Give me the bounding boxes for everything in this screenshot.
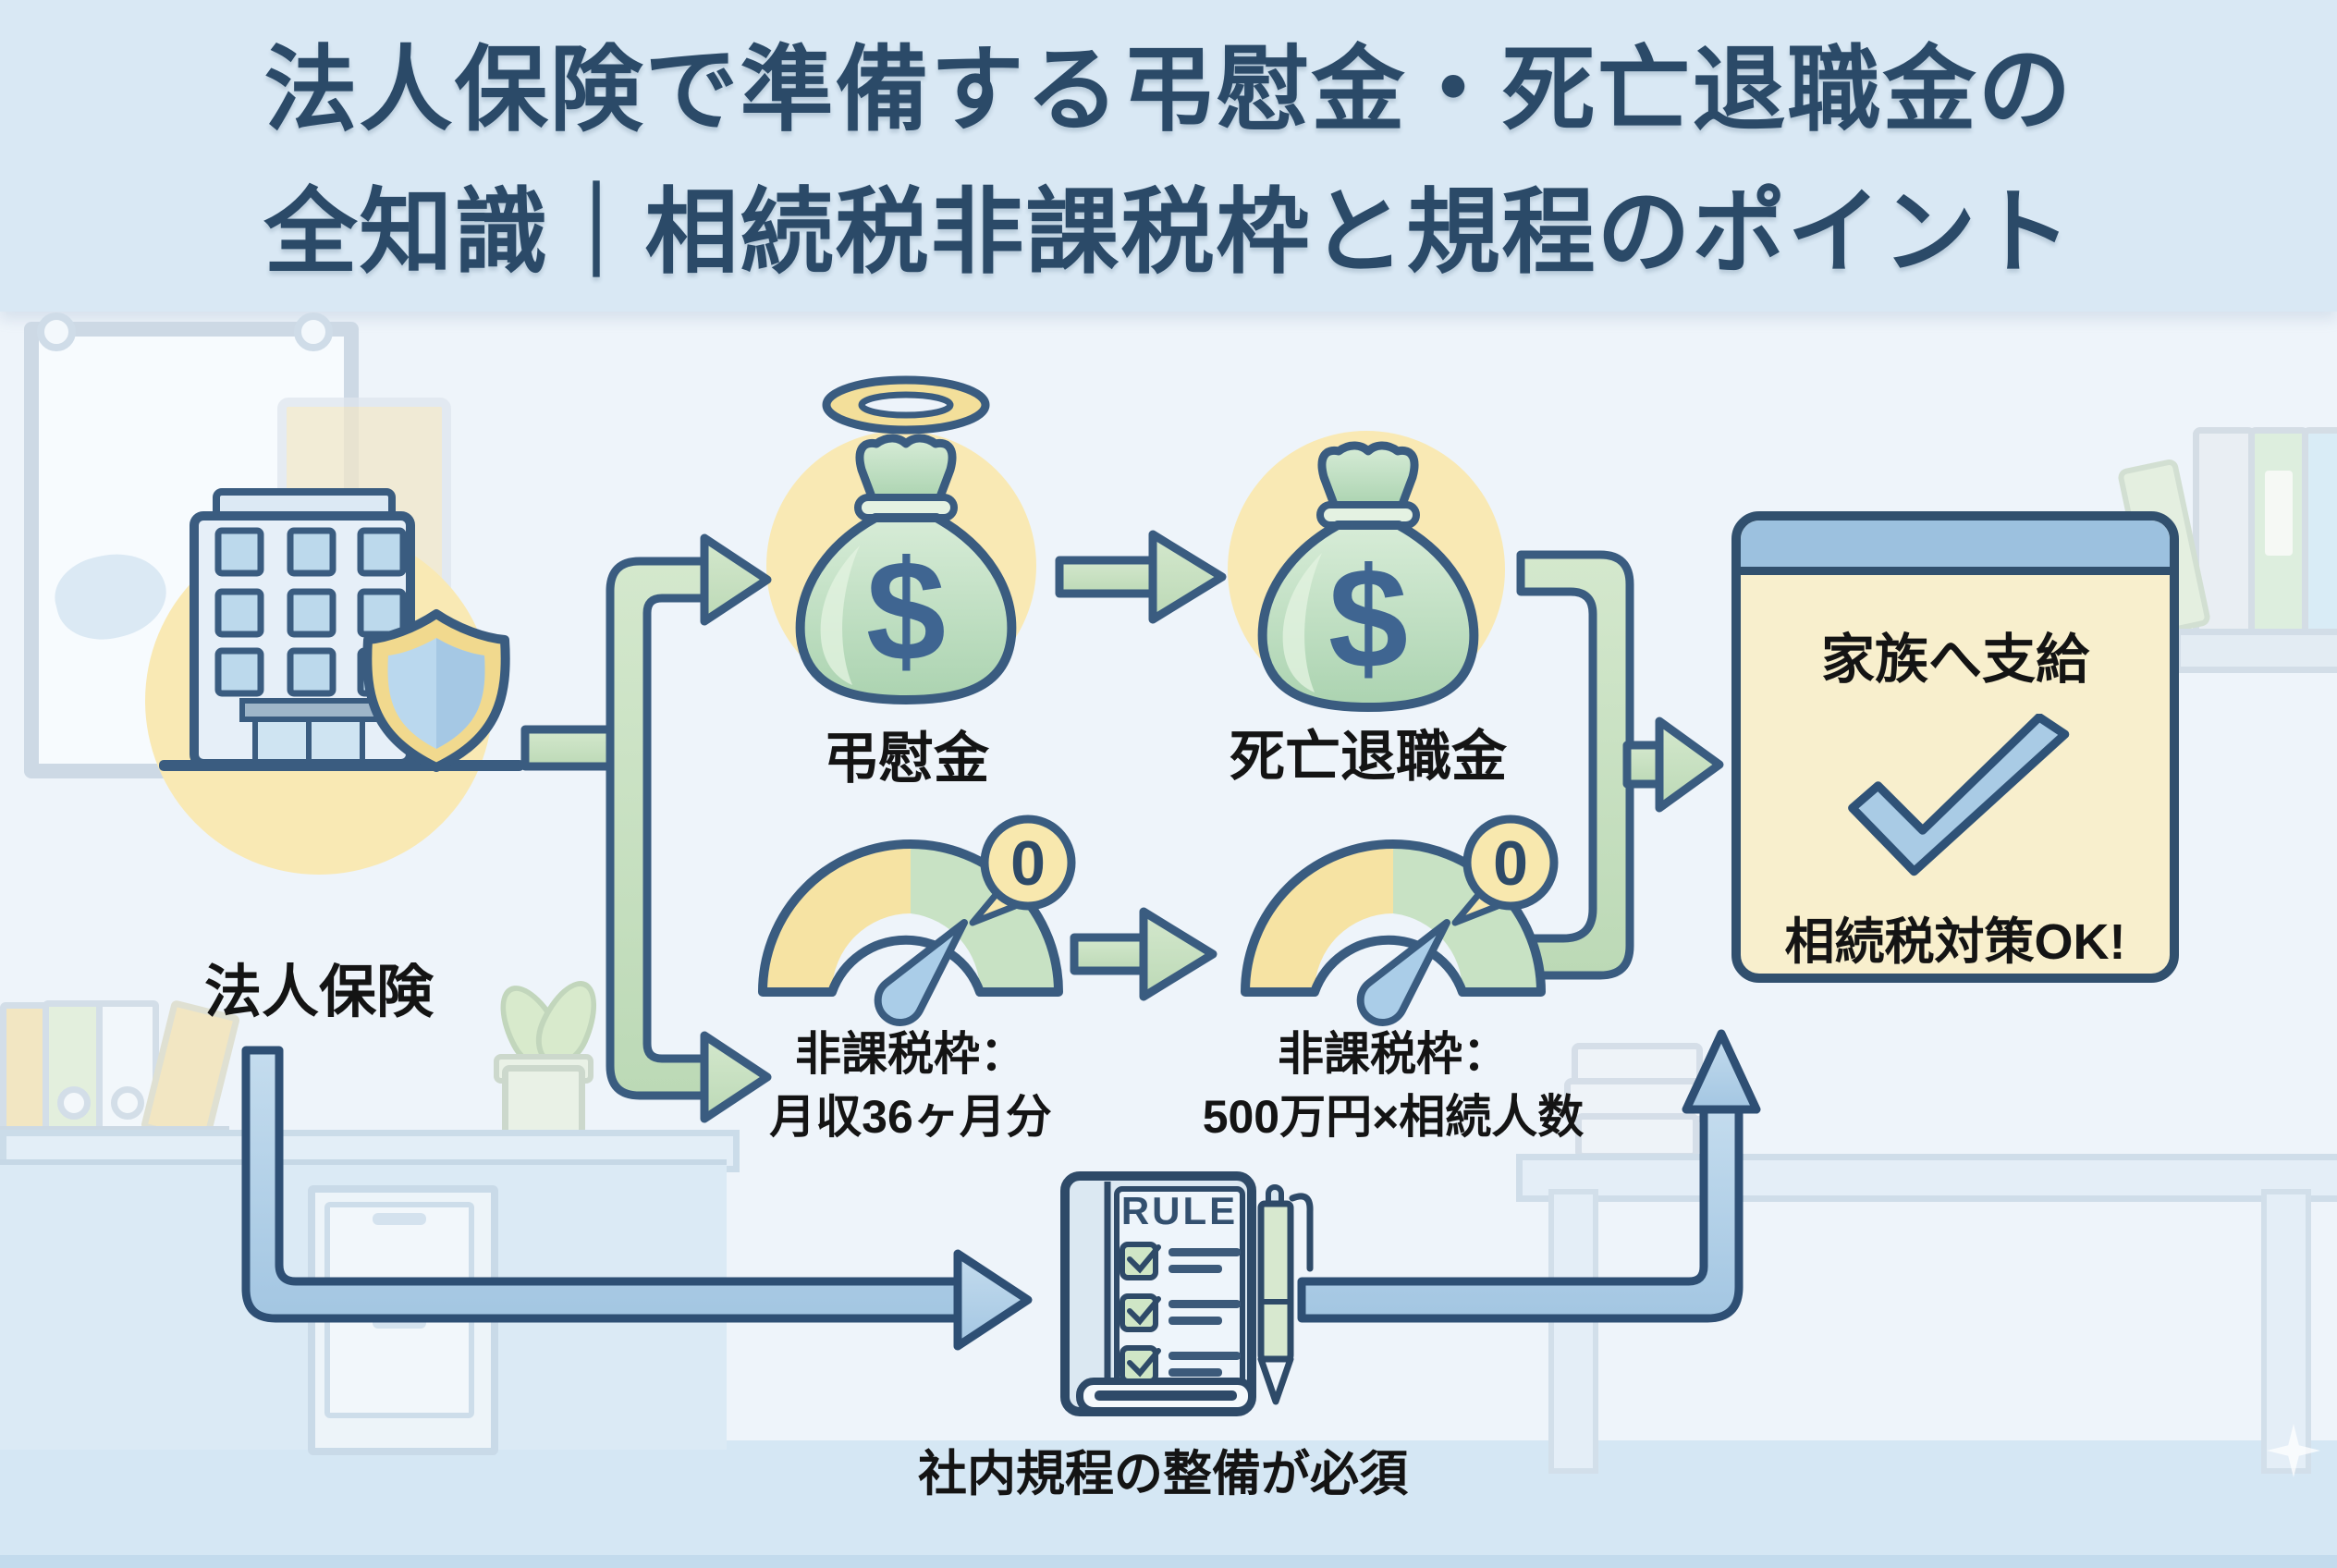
label-corporate-insurance: 法人保険	[203, 961, 434, 1024]
tax-gauge-condolence-icon: 0	[763, 819, 1071, 1023]
money-bag-condolence-icon: $	[801, 438, 1012, 700]
label-condolence-money: 弔慰金	[823, 728, 989, 790]
title-band	[0, 0, 2337, 312]
rule-checklist	[1120, 1242, 1241, 1384]
page-title-line1: 法人保険で準備する弔慰金・死亡退職金の	[263, 39, 2074, 142]
binder-icon	[2248, 427, 2309, 642]
result-panel-top-text: 家族へ支給	[1820, 630, 2089, 690]
pen-icon	[1257, 1184, 1314, 1405]
halo-icon	[822, 375, 990, 435]
label-gauge-retirement-line2: 500万円×相続人数	[1202, 1091, 1585, 1143]
rule-book-title: RULE	[1121, 1189, 1238, 1232]
desk-right	[1516, 1154, 2337, 1202]
checkmark-icon	[1848, 714, 2070, 876]
binder-icon	[43, 1000, 105, 1139]
pin-icon	[37, 312, 76, 351]
drawer-unit	[308, 1185, 498, 1455]
result-panel: 家族へ支給 相続税対策OK!	[1731, 511, 2179, 983]
shelf-right	[2174, 629, 2337, 673]
flow-arrow-condolence-to-retirement	[1055, 530, 1227, 624]
desk-leg	[1548, 1189, 1598, 1474]
floor-band	[0, 1440, 2337, 1568]
label-gauge-retirement-line1: 非課税枠：	[1278, 1028, 1509, 1080]
flow-arrow-gauge-to-gauge	[1070, 907, 1217, 1001]
label-gauge-condolence-line1: 非課税枠：	[795, 1028, 1026, 1080]
page-title-line2: 全知識｜相続税非課税枠と規程のポイント	[263, 180, 2074, 285]
result-panel-header	[1741, 521, 2170, 575]
label-death-retirement: 死亡退職金	[1230, 726, 1507, 788]
money-bag-retirement-icon: $	[1263, 446, 1474, 707]
gauge-zero-value: 0	[1010, 828, 1046, 899]
clipboard-decor	[277, 398, 451, 710]
binder-icon	[2302, 427, 2337, 642]
result-panel-bottom-text: 相続税対策OK!	[1784, 914, 2126, 970]
accent-circle	[1228, 431, 1505, 708]
flow-arrow-merge-to-panel	[1516, 550, 1724, 980]
gauge-zero-value: 0	[1493, 828, 1528, 899]
label-gauge-condolence-line2: 月収36ヶ月分	[769, 1091, 1052, 1143]
desk-leg	[2261, 1189, 2311, 1474]
dollar-glyph: $	[866, 531, 946, 691]
tax-gauge-retirement-icon: 0	[1245, 819, 1554, 1023]
pin-icon	[294, 312, 333, 351]
dollar-glyph: $	[1328, 538, 1408, 698]
floor-edge	[0, 1555, 2337, 1568]
accent-circle	[766, 431, 1036, 701]
label-rulebook-caption: 社内規程の整備が必須	[918, 1447, 1408, 1501]
book-stack	[1575, 1113, 1699, 1159]
page-title: 法人保険で準備する弔慰金・死亡退職金の 全知識｜相続税非課税枠と規程のポイント	[0, 20, 2337, 304]
rule-book-icon: RULE	[1060, 1171, 1256, 1416]
